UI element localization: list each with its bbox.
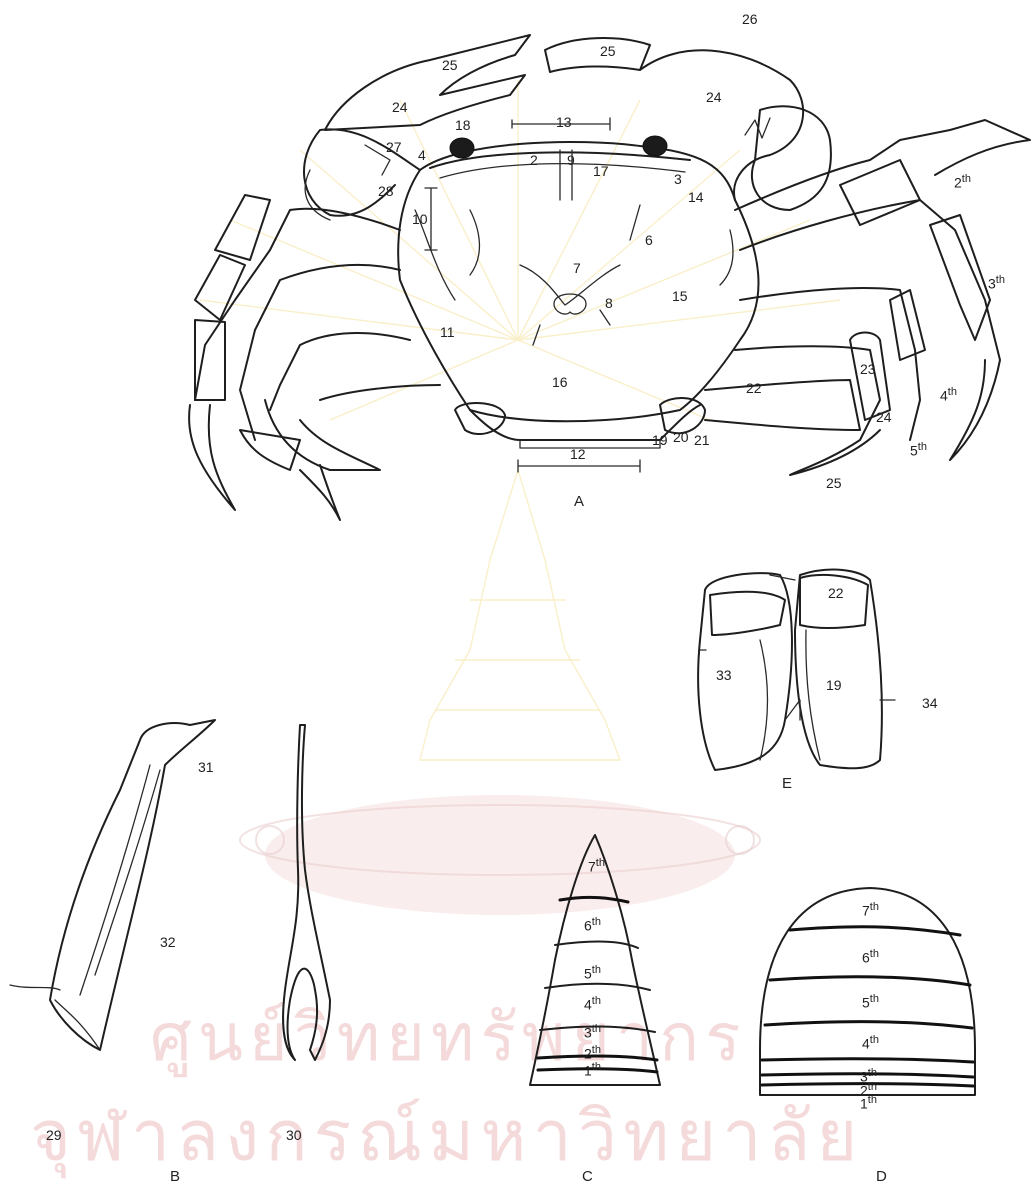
label-a-14: 14: [688, 190, 704, 204]
label-c-3rd: 3th: [584, 1022, 601, 1040]
label-leg-2: 2th: [954, 172, 971, 190]
label-a-26: 26: [742, 12, 758, 26]
label-e-34: 34: [922, 696, 938, 710]
label-d-7th: 7th: [862, 900, 879, 918]
label-a-25-leg: 25: [826, 476, 842, 490]
label-a-21: 21: [694, 433, 710, 447]
caption-b: B: [170, 1168, 180, 1185]
label-a-27: 27: [386, 140, 402, 154]
label-a-2: 2: [530, 153, 538, 167]
caption-d: D: [876, 1168, 887, 1185]
label-a-22: 22: [746, 381, 762, 395]
label-a-17: 17: [593, 164, 609, 178]
label-a-28: 28: [378, 184, 394, 198]
label-a-3: 3: [674, 172, 682, 186]
label-d-5th: 5th: [862, 992, 879, 1010]
label-c-1st: 1th: [584, 1060, 601, 1078]
label-b-29: 29: [46, 1128, 62, 1142]
label-a-19: 19: [652, 433, 668, 447]
caption-c: C: [582, 1168, 593, 1185]
label-a-12: 12: [570, 447, 586, 461]
label-a-13: 13: [556, 115, 572, 129]
label-c-5th: 5th: [584, 963, 601, 981]
label-a-25-left: 25: [442, 58, 458, 72]
label-leg-5: 5th: [910, 440, 927, 458]
label-a-18: 18: [455, 118, 471, 132]
label-a-23: 23: [860, 362, 876, 376]
label-a-7: 7: [573, 261, 581, 275]
caption-e: E: [782, 775, 792, 792]
label-a-9: 9: [567, 153, 575, 167]
label-b-31: 31: [198, 760, 214, 774]
label-d-4th: 4th: [862, 1033, 879, 1051]
label-b-30: 30: [286, 1128, 302, 1142]
label-a-6: 6: [645, 233, 653, 247]
label-a-25-right: 25: [600, 44, 616, 58]
label-a-4: 4: [418, 148, 426, 162]
caption-a: A: [574, 493, 584, 510]
label-a-16: 16: [552, 375, 568, 389]
label-a-11: 11: [440, 325, 455, 339]
label-a-8: 8: [605, 296, 613, 310]
label-leg-4: 4th: [940, 385, 957, 403]
label-e-22: 22: [828, 586, 844, 600]
label-a-24-leg: 24: [876, 410, 892, 424]
label-d-1st: 1th: [860, 1093, 877, 1111]
label-a-15: 15: [672, 289, 688, 303]
label-leg-3: 3th: [988, 273, 1005, 291]
label-c-2nd: 2th: [584, 1043, 601, 1061]
crab-dorsal-drawing: [189, 35, 1030, 520]
label-a-10: 10: [412, 212, 428, 226]
label-b-32: 32: [160, 935, 176, 949]
label-a-20: 20: [673, 430, 689, 444]
label-e-33: 33: [716, 668, 732, 682]
label-c-6th: 6th: [584, 915, 601, 933]
label-a-24-left: 24: [392, 100, 408, 114]
label-a-24-right: 24: [706, 90, 722, 104]
gonopod-drawing: [10, 720, 330, 1060]
label-c-4th: 4th: [584, 994, 601, 1012]
label-c-7th: 7th: [588, 856, 605, 874]
label-d-6th: 6th: [862, 947, 879, 965]
label-e-19: 19: [826, 678, 842, 692]
